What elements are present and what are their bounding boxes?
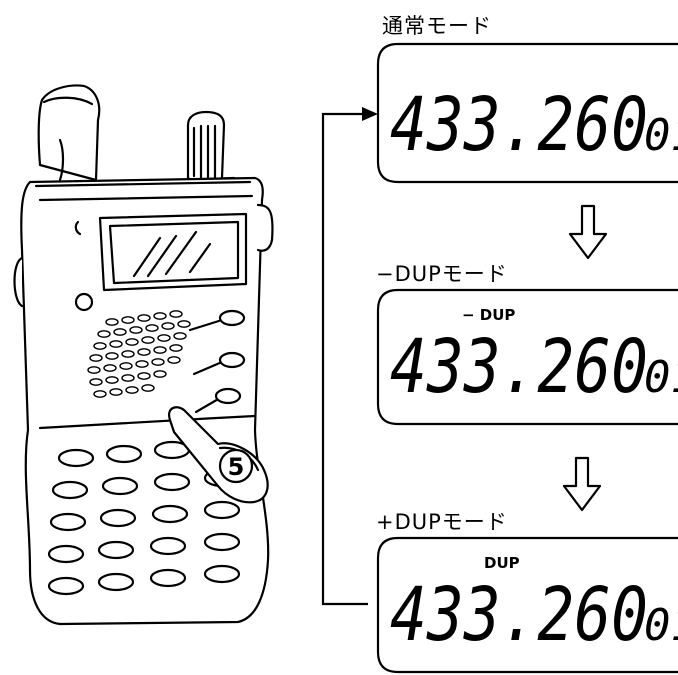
speaker-grille [87, 310, 191, 398]
down-hollow-arrow-icon [562, 456, 602, 512]
lcd-channel-plus-dup: 01 [644, 600, 678, 651]
return-loop-arrow-icon [321, 107, 378, 606]
lcd-frequency-normal: 433.260 [390, 82, 648, 168]
next-mode-arrow-1 [568, 204, 608, 260]
step-badge-number: 5 [228, 453, 245, 481]
lcd-indicator-minus-dup: − DUP [462, 306, 515, 324]
radio-display-window [98, 212, 248, 292]
lcd-panel-normal: 433.260 01 [376, 42, 678, 184]
antenna-left [37, 84, 101, 182]
handheld-transceiver-icon [13, 84, 274, 626]
down-hollow-arrow-icon [568, 204, 608, 260]
lcd-frequency-minus-dup: 433.260 [390, 324, 648, 410]
lcd-channel-minus-dup: 01 [644, 352, 678, 403]
next-mode-arrow-2 [562, 456, 602, 512]
lcd-frequency-plus-dup: 433.260 [390, 572, 648, 658]
lcd-panel-minus-dup: − DUP 433.260 01 [376, 288, 678, 426]
mode-label-plus-dup: +DUPモード [376, 510, 508, 534]
function-keys [188, 309, 246, 414]
mode-label-minus-dup: −DUPモード [376, 262, 508, 286]
keypad [47, 440, 241, 596]
lcd-channel-normal: 01 [644, 110, 678, 161]
lcd-panel-plus-dup: DUP 433.260 01 [376, 536, 678, 674]
mode-label-normal: 通常モード [382, 14, 492, 38]
step-badge-circle [218, 448, 254, 484]
lcd-indicator-plus-dup: DUP [484, 554, 520, 572]
